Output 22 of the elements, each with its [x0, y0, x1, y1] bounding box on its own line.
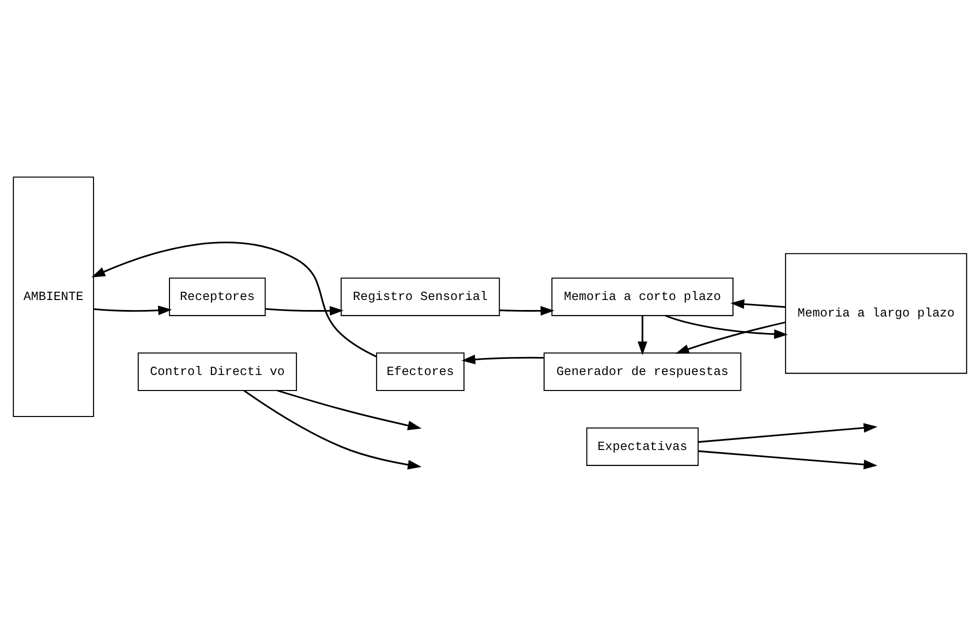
node-box: Receptores — [168, 278, 266, 316]
arrow — [93, 306, 172, 316]
node-box: Control Directi vo — [137, 352, 296, 392]
arrow — [499, 306, 554, 316]
arrow — [276, 390, 422, 430]
arrow — [698, 423, 877, 443]
arrow — [674, 322, 785, 354]
node-box: Generador de respuestas — [543, 352, 741, 392]
node-box: Efectores — [376, 352, 464, 392]
arrow — [264, 306, 344, 316]
node-box: AMBIENTE — [12, 176, 94, 418]
arrow — [664, 314, 788, 339]
node-box: Expectativas — [586, 427, 698, 466]
arrow — [243, 390, 422, 470]
arrow — [698, 450, 877, 470]
arrow — [637, 316, 647, 356]
arrow — [730, 299, 785, 309]
arrow — [90, 242, 376, 358]
arrow — [461, 354, 544, 364]
node-box: Memoria a corto plazo — [550, 278, 733, 316]
node-box: Registro Sensorial — [340, 278, 500, 316]
node-box: Memoria a largo plazo — [784, 253, 967, 374]
